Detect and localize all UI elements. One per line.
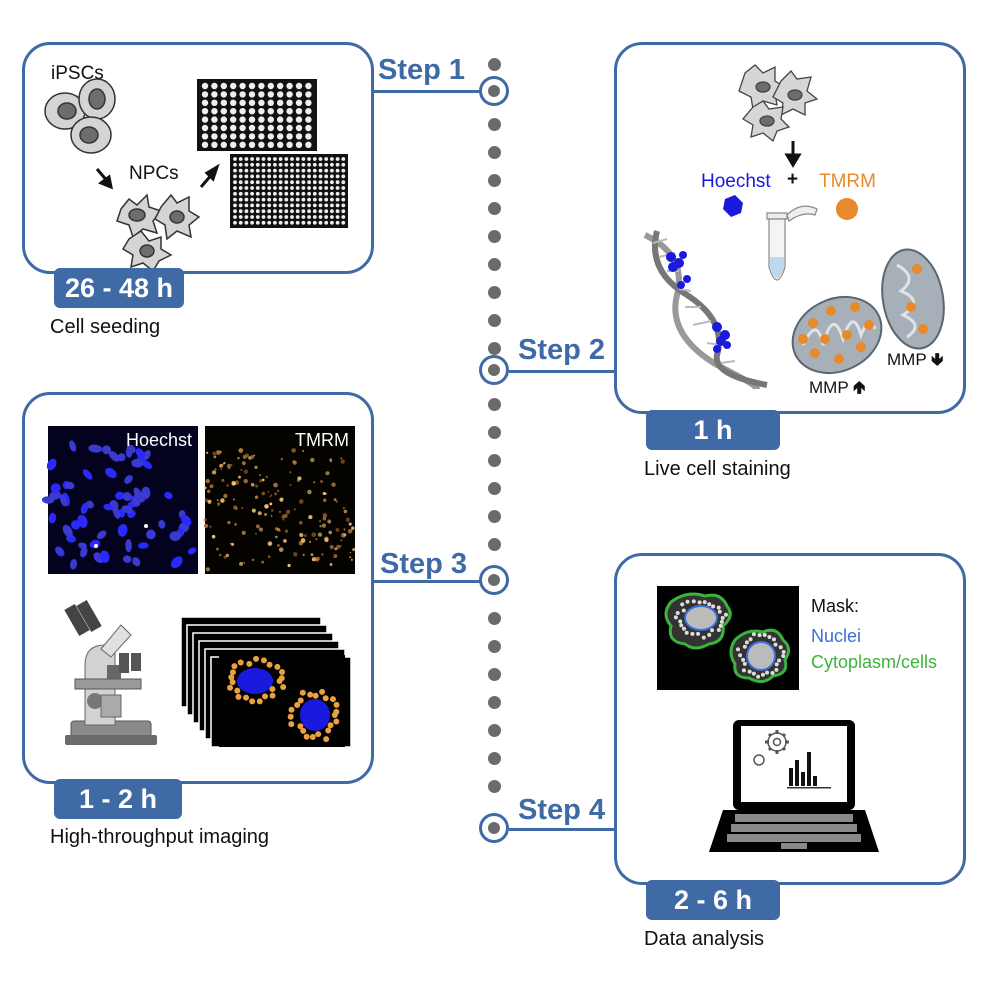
mitochondria-stain-image [203, 448, 356, 572]
timeline-dot [488, 510, 501, 523]
step3-duration-badge: 1 - 2 h [54, 779, 182, 819]
timeline-dot [488, 230, 501, 243]
timeline-dot [488, 696, 501, 709]
step1-illustration [44, 78, 350, 273]
well-plate-icon [197, 79, 350, 230]
tmrm-image-label: TMRM [295, 430, 349, 450]
step2-duration-badge: 1 h [646, 410, 780, 450]
timeline-dot [488, 612, 501, 625]
segmentation-mask-image [657, 586, 799, 690]
hoechst-label: Hoechst [701, 171, 771, 192]
step1-connector [372, 90, 480, 93]
timeline-dot [488, 58, 501, 71]
hoechst-molecule-icon [723, 195, 743, 217]
image-stack-icon [180, 616, 352, 748]
timeline-dot [488, 780, 501, 793]
timeline-dot [488, 426, 501, 439]
timeline-dot [488, 174, 501, 187]
tmrm-image: TMRM [203, 426, 356, 574]
hoechst-image-label: Hoechst [125, 430, 192, 450]
step4-duration-badge: 2 - 6 h [646, 880, 780, 920]
step1-panel: iPSCs NPCs [22, 42, 374, 274]
step4-panel: Mask: Nuclei Cytoplasm/cells [614, 553, 966, 885]
tube-icon [766, 205, 818, 281]
step3-connector [372, 580, 480, 583]
dna-icon [643, 230, 768, 391]
step4-illustration [657, 586, 879, 852]
arrow-icon [784, 141, 802, 168]
step4-label: Step 4 [518, 794, 606, 826]
step2-connector [509, 370, 617, 373]
timeline-dot [488, 258, 501, 271]
timeline-dot [488, 202, 501, 215]
timeline-dot [488, 286, 501, 299]
timeline-dot [488, 454, 501, 467]
timeline-dot [488, 118, 501, 131]
step4-caption: Data analysis [644, 928, 765, 950]
timeline-dot [488, 146, 501, 159]
nuclei-stain-image [41, 440, 197, 570]
laptop-icon [709, 720, 879, 852]
ipscs-label: iPSCs [51, 63, 104, 84]
timeline-dot [488, 482, 501, 495]
timeline-node-step2 [479, 355, 509, 385]
tmrm-molecule-icon [836, 198, 858, 220]
timeline-dot [488, 398, 501, 411]
timeline-node-step4 [479, 813, 509, 843]
plus-sign: + [787, 169, 799, 190]
step2-illustration [643, 64, 945, 391]
timeline-dot [488, 640, 501, 653]
step1-caption: Cell seeding [50, 316, 161, 338]
mmp-up-label: MMP 🢁 [809, 378, 866, 397]
step1-label: Step 1 [378, 54, 466, 86]
step2-panel: Hoechst + TMRM MMP 🢁 MMP 🢃 [614, 42, 966, 414]
mask-cytoplasm-label: Cytoplasm/cells [811, 652, 938, 672]
mask-title: Mask: [811, 596, 860, 616]
cell-icon [44, 78, 116, 154]
step1-duration-badge: 26 - 48 h [54, 268, 184, 308]
timeline-dot [488, 752, 501, 765]
mitochondrion-icon [791, 296, 883, 374]
tmrm-label: TMRM [819, 171, 876, 192]
timeline-dot [488, 668, 501, 681]
gear-icon [753, 730, 789, 766]
hoechst-image: Hoechst [41, 426, 198, 574]
step3-panel: Hoechst TMRM [22, 392, 374, 784]
mmp-down-label: MMP 🢃 [887, 350, 944, 369]
step3-caption: High-throughput imaging [50, 826, 270, 848]
mitochondrion-icon [881, 248, 945, 350]
mask-nuclei-label: Nuclei [811, 626, 862, 646]
cell-icon [116, 193, 201, 273]
bar-chart-icon [787, 752, 831, 789]
step2-label: Step 2 [518, 334, 606, 366]
timeline-node-step3 [479, 565, 509, 595]
timeline-node-step1 [479, 76, 509, 106]
step3-illustration [64, 600, 352, 748]
arrow-icon [95, 163, 220, 190]
timeline-dot [488, 538, 501, 551]
step2-caption: Live cell staining [644, 458, 791, 480]
timeline-dot [488, 724, 501, 737]
step3-label: Step 3 [380, 548, 468, 580]
cell-icon [738, 64, 819, 143]
microscope-icon [64, 600, 157, 745]
timeline-dot [488, 314, 501, 327]
step4-connector [509, 828, 617, 831]
npcs-label: NPCs [129, 163, 179, 184]
timeline-dot [488, 342, 501, 355]
